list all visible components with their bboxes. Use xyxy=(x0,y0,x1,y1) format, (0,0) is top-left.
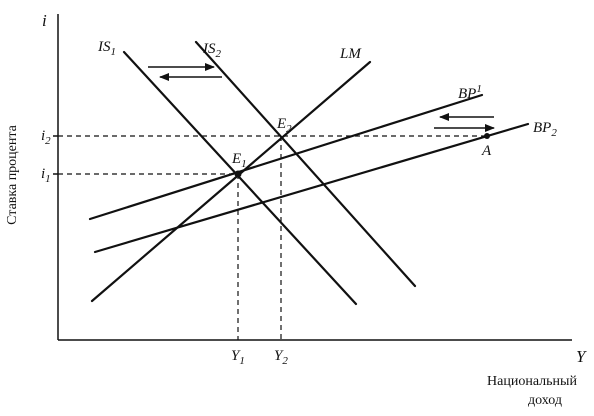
lm-label: LM xyxy=(339,46,362,62)
bp1-curve xyxy=(88,93,484,221)
y1-tick-label: Y1 xyxy=(231,348,245,367)
is2-curve xyxy=(194,40,417,288)
y-axis-title: Ставка процента xyxy=(5,124,20,225)
e2-label: E2 xyxy=(276,116,292,135)
y2-tick-label: Y2 xyxy=(274,348,288,367)
point-a xyxy=(484,133,490,139)
bp2-curve xyxy=(93,122,530,254)
bp2-label: BP2 xyxy=(533,120,557,139)
lm-curve xyxy=(90,60,372,303)
x-axis-title-line1: Национальный xyxy=(487,374,577,389)
e1-label: E1 xyxy=(231,151,247,170)
a-label: A xyxy=(481,143,492,159)
is1-label: IS1 xyxy=(97,39,116,58)
bp1-label: BP1 xyxy=(458,83,482,102)
x-axis-symbol: Y xyxy=(576,347,587,366)
is1-curve xyxy=(122,50,358,306)
i1-tick-label: i1 xyxy=(41,166,51,185)
is2-label: IS2 xyxy=(202,41,222,60)
x-axis-title-line2: доход xyxy=(528,393,562,408)
y-axis-symbol: i xyxy=(42,11,47,30)
point-e1 xyxy=(234,170,242,178)
i2-tick-label: i2 xyxy=(41,128,51,147)
